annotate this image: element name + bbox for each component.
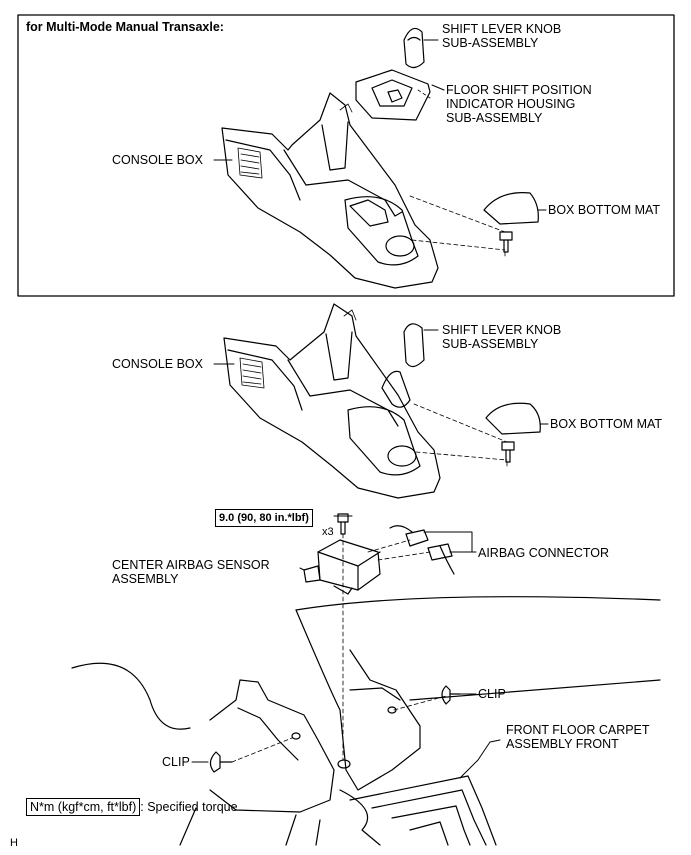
label-indicator-housing: FLOOR SHIFT POSITION INDICATOR HOUSING S… — [446, 83, 592, 125]
label-center-airbag-sensor: CENTER AIRBAG SENSOR ASSEMBLY — [112, 558, 270, 586]
label-clip-left: CLIP — [162, 755, 190, 769]
label-airbag-connector: AIRBAG CONNECTOR — [478, 546, 610, 560]
torque-legend: N*m (kgf*cm, ft*lbf): Specified torque — [26, 798, 238, 816]
center-airbag-sensor — [303, 539, 381, 595]
variant-frame — [17, 14, 675, 297]
torque-spec: 9.0 (90, 80 in.*lbf) — [215, 509, 313, 527]
label-front-floor-carpet: FRONT FLOOR CARPET ASSEMBLY FRONT — [506, 723, 650, 751]
figure-reference: H — [10, 837, 18, 849]
shift-knob-top — [403, 27, 425, 69]
bolt-top — [499, 231, 513, 253]
console-box-top — [221, 92, 439, 289]
label-clip-right: CLIP — [478, 687, 506, 701]
legend-description: : Specified torque — [140, 800, 238, 814]
console-box-middle — [223, 303, 441, 499]
shift-knob-middle — [403, 323, 425, 368]
label-box-bottom-mat-top: BOX BOTTOM MAT — [548, 203, 661, 217]
variant-note: for Multi-Mode Manual Transaxle: — [26, 20, 224, 34]
label-console-box-top: CONSOLE BOX — [112, 153, 203, 167]
clip-right — [441, 685, 461, 705]
box-bottom-mat-middle — [485, 402, 541, 435]
sensor-bolt — [337, 513, 349, 535]
label-console-box-middle: CONSOLE BOX — [112, 357, 203, 371]
bolt-quantity: x3 — [322, 526, 334, 538]
indicator-housing — [355, 69, 431, 121]
clip-left — [209, 751, 233, 773]
label-shift-knob-top: SHIFT LEVER KNOB SUB-ASSEMBLY — [442, 22, 562, 50]
airbag-connectors — [367, 525, 455, 575]
bolt-middle — [501, 441, 515, 463]
label-shift-knob-middle: SHIFT LEVER KNOB SUB-ASSEMBLY — [442, 323, 562, 351]
legend-unit-box: N*m (kgf*cm, ft*lbf) — [26, 798, 141, 816]
box-bottom-mat-top — [483, 192, 539, 225]
label-box-bottom-mat-middle: BOX BOTTOM MAT — [550, 417, 663, 431]
